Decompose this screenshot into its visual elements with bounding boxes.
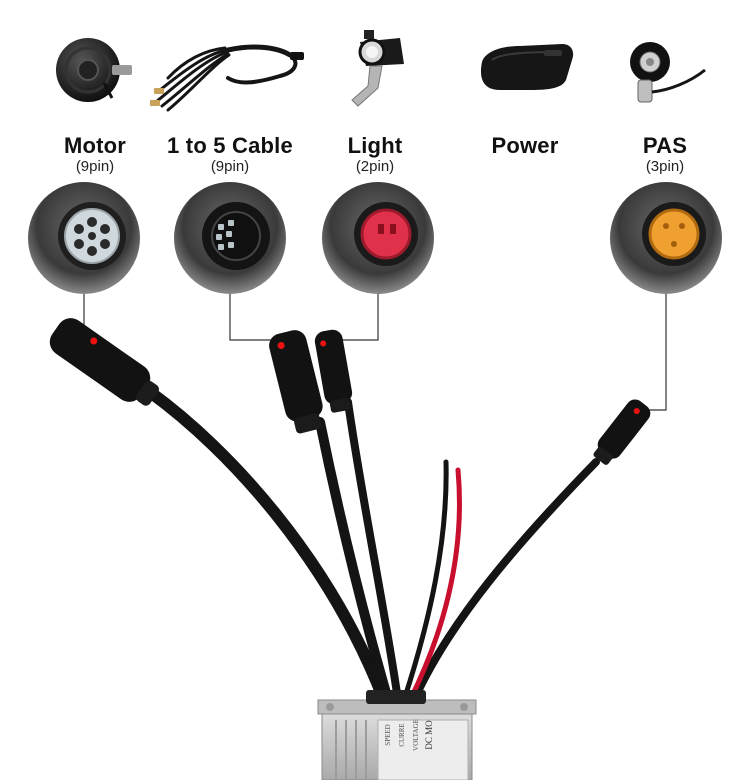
cable-bundle	[144, 386, 600, 706]
light-plug	[314, 329, 353, 413]
cable-plug	[269, 330, 323, 434]
label-motor: Motor (9pin)	[40, 133, 150, 176]
motor-plug	[49, 318, 159, 406]
label-name: PAS	[642, 133, 688, 158]
controller-line: SPEED	[384, 724, 392, 745]
pas-connector-face	[610, 182, 722, 294]
controller-line: VOLTAGE	[412, 719, 420, 751]
callout-lines	[83, 294, 667, 411]
red-power-wire	[407, 467, 462, 703]
label-pas: PAS (3pin)	[610, 133, 720, 176]
label-name: Power	[491, 133, 559, 158]
battery-icon	[480, 44, 574, 90]
controller-box: DC MO VOLTAGE CURRE SPEED	[317, 690, 477, 780]
controller-line: DC MO	[424, 720, 434, 750]
headlight-icon	[351, 30, 404, 107]
label-light: Light (2pin)	[325, 133, 425, 176]
cable-connector-face	[174, 182, 286, 294]
label-name: Motor	[63, 133, 127, 158]
label-pins: (9pin)	[75, 158, 115, 175]
motor-connector-face	[28, 182, 140, 294]
label-name: 1 to 5 Cable	[167, 133, 293, 158]
controller-line: CURRE	[398, 723, 406, 746]
splitter-cable-icon	[150, 44, 304, 112]
label-name: Light	[347, 133, 403, 158]
pas-plug	[593, 399, 651, 465]
label-pins: (2pin)	[355, 158, 395, 175]
light-connector-face	[322, 182, 434, 294]
label-pins: (3pin)	[645, 158, 685, 175]
label-power: Power	[470, 134, 580, 158]
hub-motor-icon	[56, 38, 132, 102]
label-cable: 1 to 5 Cable (9pin)	[155, 133, 305, 176]
label-pins: (9pin)	[210, 158, 250, 175]
pas-sensor-icon	[630, 42, 706, 103]
